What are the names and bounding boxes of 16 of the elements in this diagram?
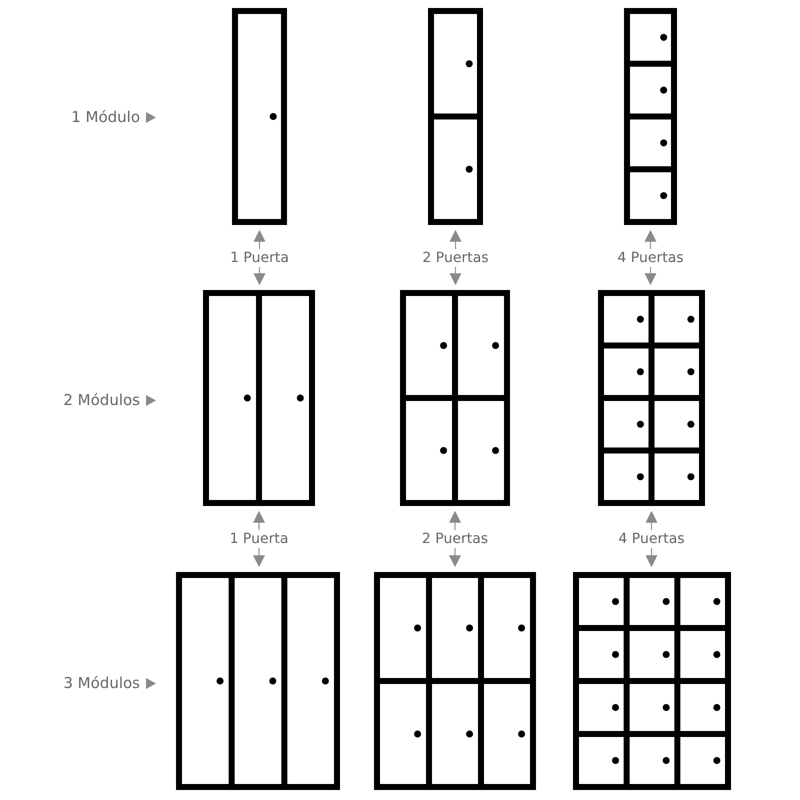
row-label: 3 Módulos xyxy=(63,673,140,693)
edge-label: 2 Puertas xyxy=(420,530,490,548)
locker-drawing xyxy=(374,572,536,790)
row-label: 1 Módulo xyxy=(71,107,140,127)
locker-drawing xyxy=(624,8,677,225)
locker-drawing xyxy=(400,290,510,506)
locker-drawing xyxy=(573,572,731,790)
edge-label: 2 Puertas xyxy=(420,248,491,266)
locker-drawing xyxy=(176,572,340,790)
locker-drawing xyxy=(598,290,705,506)
locker-drawing xyxy=(203,290,315,506)
edge-label: 4 Puertas xyxy=(615,248,686,266)
edge-label: 4 Puertas xyxy=(616,530,687,548)
locker-drawing xyxy=(428,8,483,225)
row-label: 2 Módulos xyxy=(63,390,140,410)
locker-drawing xyxy=(232,8,287,225)
